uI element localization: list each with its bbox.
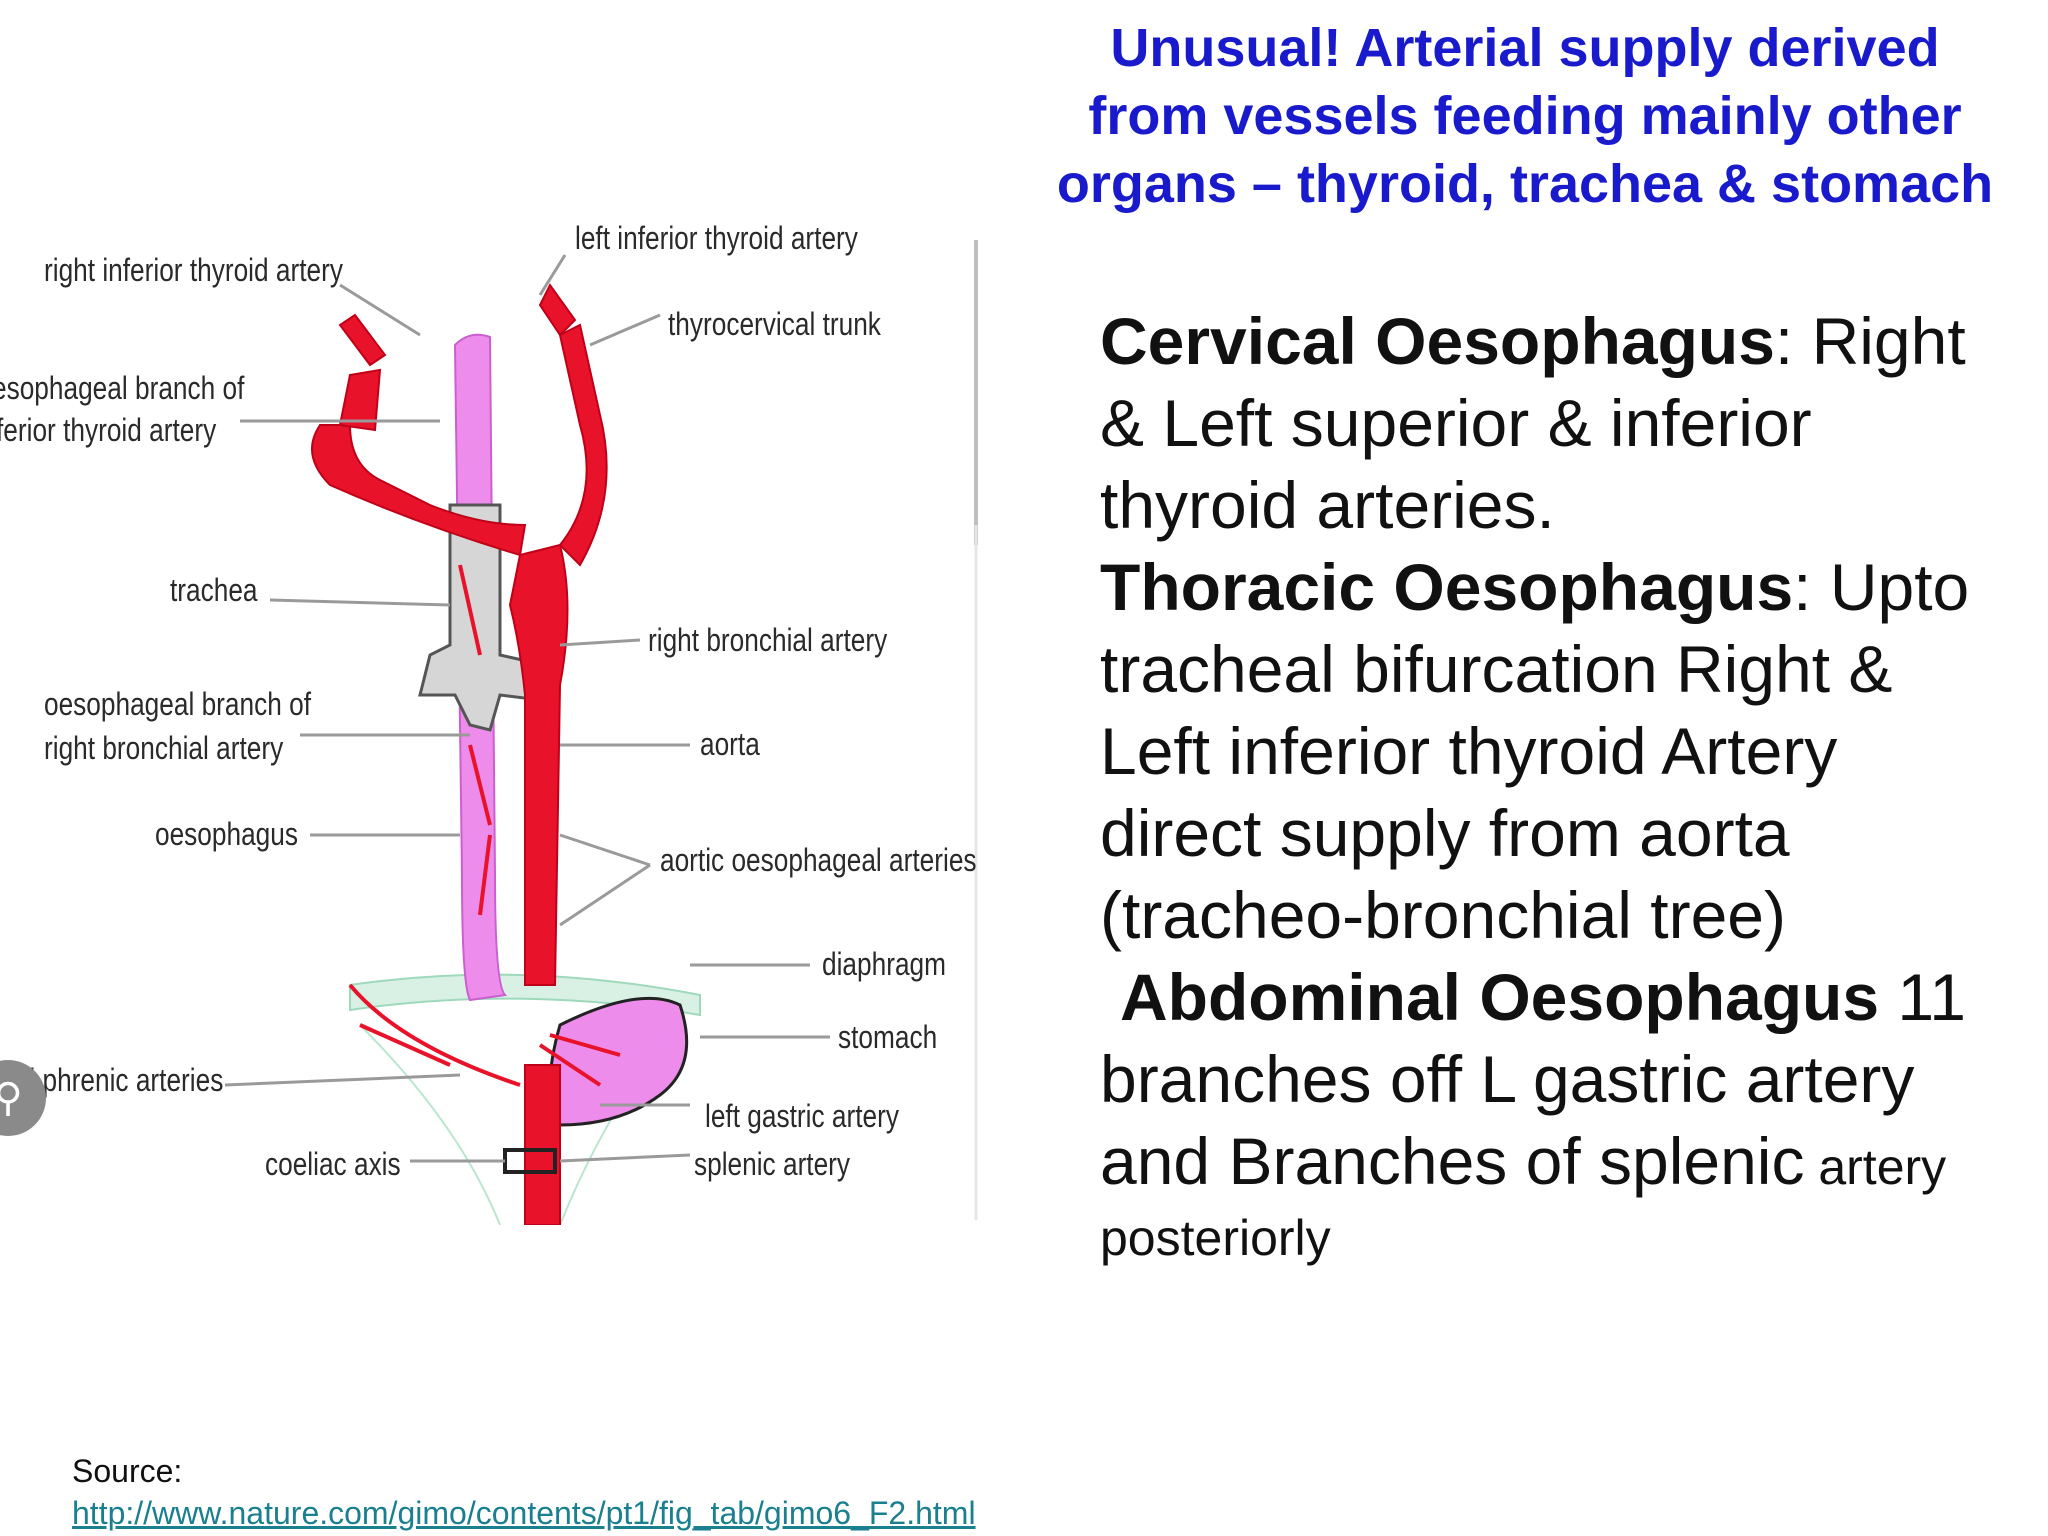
label-coeliac-axis: coeliac axis [265,1146,401,1182]
thyroid-branch-right-shape [338,313,387,367]
label-left-inferior-thyroid-artery: left inferior thyroid artery [575,220,858,256]
thoracic-line-5: (tracheo-bronchial tree) [1100,878,1786,952]
abdominal-text-3a: and Branches of splenic [1100,1124,1805,1198]
celiac-trunk-shape [524,1064,561,1225]
thoracic-line-1: Thoracic Oesophagus: Upto [1100,546,2040,628]
abdominal-heading: Abdominal Oesophagus [1120,960,1880,1034]
right-subclavian-shape [311,424,527,557]
abdominal-line-3: and Branches of splenic artery [1100,1120,2040,1208]
diaphragm-line-left [359,1024,501,1225]
small-arteries [348,564,621,1087]
cervical-line-1: Cervical Oesophagus: Right [1100,300,2040,382]
abdominal-text-3b: artery [1804,1139,1947,1195]
label-right-bronchial-artery: right bronchial artery [648,622,888,658]
aorta-shape [508,543,569,986]
abdominal-line-2: branches off L gastric artery [1100,1042,1915,1116]
source-citation: Source: http://www.nature.com/gimo/conte… [72,1450,976,1534]
thoracic-line-3: Left inferior thyroid Artery [1100,714,1838,788]
label-trachea: trachea [170,572,258,608]
source-link[interactable]: http://www.nature.com/gimo/contents/pt1/… [72,1495,976,1531]
label-left-gastric-artery: left gastric artery [705,1098,899,1134]
title-line-2: from vessels feeding mainly other [1088,86,1962,146]
title-line-3: organs – thyroid, trachea & stomach [1056,154,1994,214]
thoracic-line-2: tracheal bifurcation Right & [1100,632,1893,706]
inferior-thyroid-right-shape [338,368,382,432]
arch-shape [558,323,608,567]
leader-lines [224,254,830,1163]
cervical-line-3: thyroid arteries. [1100,468,1555,542]
label-splenic-artery: splenic artery [694,1146,851,1182]
label-thyrocervical-trunk: thyrocervical trunk [668,306,881,342]
label-oesophagus: oesophagus [155,816,298,852]
cervical-heading: Cervical Oesophagus [1100,304,1775,378]
oesophagus-arterial-supply-diagram: right inferior thyroid artery left infer… [0,220,990,1225]
thoracic-line-4: direct supply from aorta [1100,796,1790,870]
cervical-line-2: & Left superior & inferior [1100,386,1812,460]
arteries [311,283,608,1225]
label-stomach: stomach [838,1019,938,1055]
abdominal-text-1: 11 [1879,960,1966,1034]
thyroid-branch-left-shape [538,283,577,337]
thoracic-heading: Thoracic Oesophagus [1100,550,1794,624]
title-line-1: Unusual! Arterial supply derived [1110,18,1940,78]
label-oesophageal-branch-thyroid-line2: ferior thyroid artery [0,412,217,448]
slide-title: Unusual! Arterial supply derived from ve… [1010,14,2040,218]
label-oesophageal-branch-bronchial-line2: right bronchial artery [44,730,284,766]
label-oesophageal-branch-bronchial-line1: oesophageal branch of [44,686,311,722]
label-right-inferior-thyroid-artery: right inferior thyroid artery [44,252,343,288]
trachea-shape [418,503,547,732]
label-aorta: aorta [700,726,760,762]
cervical-text-1: : Right [1774,304,1966,378]
label-oesophageal-branch-thyroid-line1: esophageal branch of [0,370,245,406]
thoracic-text-1: : Upto [1793,550,1970,624]
label-aortic-oesophageal-arteries: aortic oesophageal arteries [660,842,977,878]
source-label: Source: [72,1453,183,1489]
abdominal-line-1: Abdominal Oesophagus 11 [1100,956,2040,1038]
diagram-illustration [224,240,978,1225]
abdominal-line-4: posteriorly [1100,1210,1331,1266]
label-diaphragm: diaphragm [822,946,946,982]
slide-body-text: Cervical Oesophagus: Right & Left superi… [1100,300,2040,1268]
